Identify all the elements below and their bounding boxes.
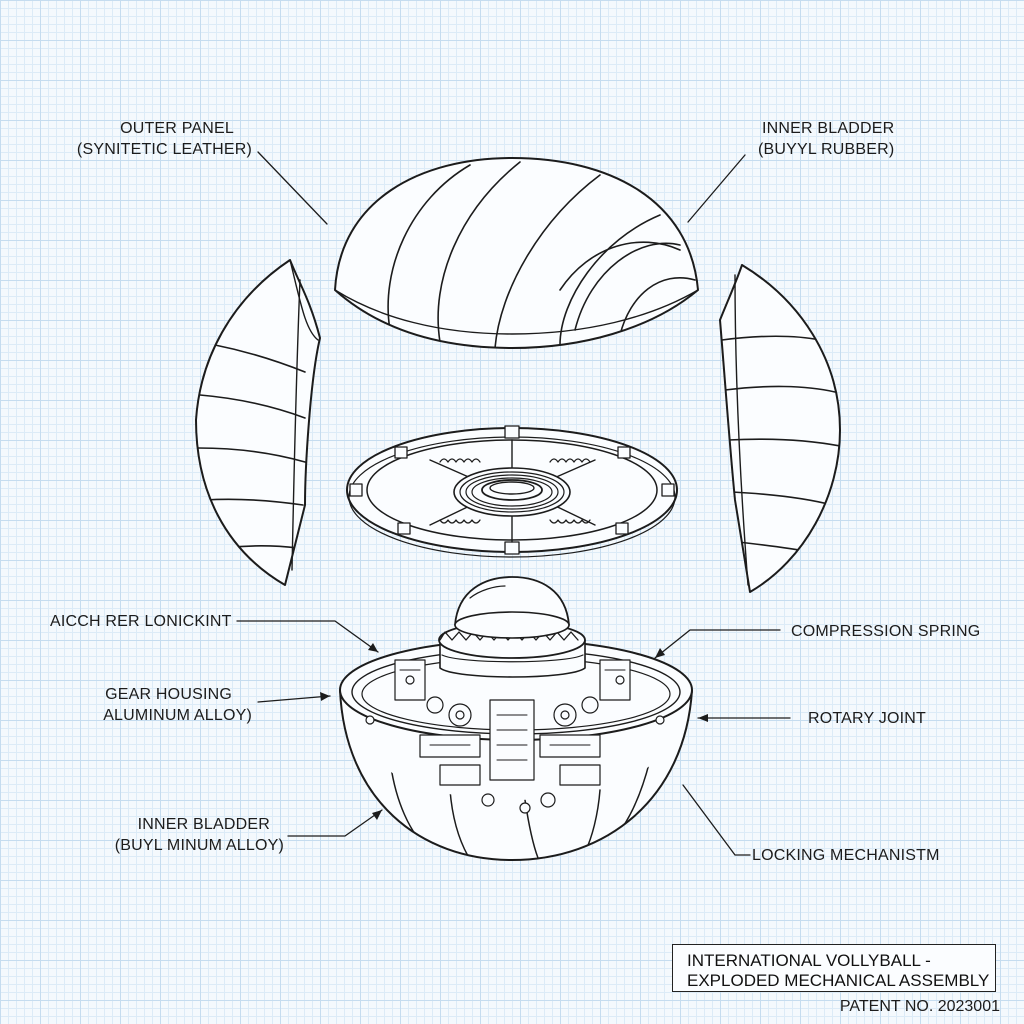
label-locking-mechanism-line1: LOCKING MECHANISTM: [752, 847, 940, 864]
lower-gear-housing: [339, 576, 693, 861]
label-gear-housing: GEAR HOUSING ALUMINUM ALLOY): [103, 684, 252, 726]
label-gear-housing-line1: GEAR HOUSING: [105, 686, 232, 703]
label-aicch-rer-lonickint: AICCH RER LONICKINT: [50, 611, 232, 632]
label-outer-panel: OUTER PANEL (SYNITETIC LEATHER): [77, 118, 252, 160]
label-locking-mechanism: LOCKING MECHANISTM: [752, 845, 940, 866]
top-outer-panel: [334, 157, 699, 349]
leader-lines: [236, 151, 791, 856]
label-inner-bladder-bottom-line1: INNER BLADDER: [137, 816, 270, 833]
right-side-panel: [719, 264, 841, 593]
label-compression-spring-line1: COMPRESSION SPRING: [791, 623, 981, 640]
title-block: INTERNATIONAL VOLLYBALL - EXPLODED MECHA…: [672, 944, 996, 992]
patent-number: PATENT NO. 2023001: [839, 998, 1000, 1015]
label-compression-spring: COMPRESSION SPRING: [791, 621, 980, 642]
title-line2: EXPLODED MECHANICAL ASSEMBLY: [687, 971, 990, 990]
label-rotary-joint: ROTARY JOINT: [808, 708, 926, 729]
label-rotary-joint-line1: ROTARY JOINT: [808, 710, 926, 727]
label-inner-bladder-top-line2: (BUYYL RUBBER): [758, 141, 895, 158]
left-side-panel: [195, 259, 321, 586]
label-aicch-line1: AICCH RER LONICKINT: [50, 613, 232, 630]
label-gear-housing-line2: ALUMINUM ALLOY): [103, 707, 252, 724]
label-inner-bladder-top-line1: INNER BLADDER: [762, 120, 895, 137]
label-inner-bladder-bottom-line2: (BUYL MINUM ALLOY): [114, 837, 284, 854]
leader-arrowheads: [320, 643, 708, 820]
label-outer-panel-line2: (SYNITETIC LEATHER): [76, 141, 252, 158]
spring-ring-assembly: [346, 425, 678, 558]
label-inner-bladder-bottom: INNER BLADDER (BUYL MINUM ALLOY): [115, 814, 284, 856]
title-line1: INTERNATIONAL VOLLYBALL -: [687, 951, 931, 970]
label-outer-panel-line1: OUTER PANEL: [120, 120, 234, 137]
label-inner-bladder-top: INNER BLADDER (BUYYL RUBBER): [758, 118, 895, 160]
